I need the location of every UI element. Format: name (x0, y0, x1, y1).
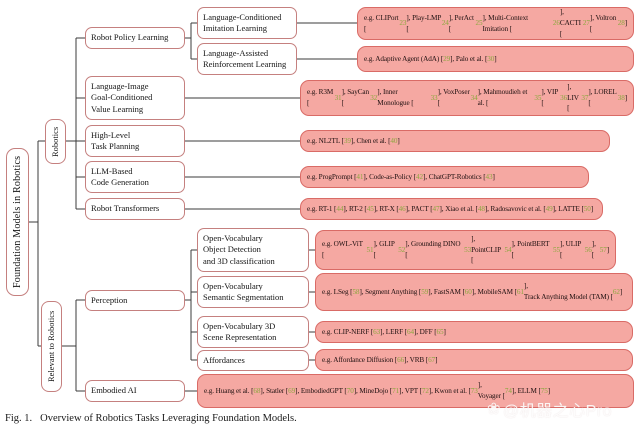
figure-caption-text: Overview of Robotics Tasks Leveraging Fo… (40, 413, 297, 424)
category-robot-transformers: Robot Transformers (85, 198, 185, 220)
examples-language-assisted-reinforcement-learning: e.g. Adaptive Agent (AdA) [29], Palo et … (357, 46, 634, 72)
category-llm-based-code-generation: LLM-Based Code Generation (85, 161, 185, 193)
figure-caption: Fig. 1. Overview of Robotics Tasks Levera… (5, 413, 297, 424)
category-language-image-goal-conditioned-value-learning: Language-Image Goal-Conditioned Value Le… (85, 76, 185, 120)
category-embodied-ai: Embodied AI (85, 380, 185, 402)
subcategory-open-vocabulary-object-detection-3d-classification: Open-Vocabulary Object Detection and 3D … (197, 228, 309, 272)
examples-value-learning: e.g. R3M [31], SayCan [32], Inner Monolo… (300, 80, 634, 116)
examples-open-vocabulary-object-detection: e.g. OWL-ViT [51], GLIP [52], Grounding … (315, 230, 616, 270)
examples-high-level-task-planning: e.g. NL2TL [39], Chen et al. [40] (300, 130, 610, 152)
root-node-foundation-models-in-robotics: Foundation Models in Robotics (6, 148, 29, 296)
figure-caption-label: Fig. 1. (5, 413, 33, 424)
subcategory-language-assisted-reinforcement-learning: Language-Assisted Reinforcement Learning (197, 43, 297, 75)
subcategory-affordances: Affordances (197, 350, 309, 371)
examples-open-vocabulary-3d-scene-representation: e.g. CLIP-NERF [63], LERF [64], DFF [65] (315, 321, 633, 343)
watermark-text: @机器之心Pro (502, 403, 613, 420)
examples-embodied-ai: e.g. Huang et al. [68], Statler [69], Em… (197, 374, 634, 408)
examples-llm-based-code-generation: e.g. ProgPrompt [41], Code-as-Policy [42… (300, 166, 589, 188)
examples-open-vocabulary-semantic-segmentation: e.g. LSeg [58], Segment Anything [59], F… (315, 273, 633, 311)
branch-relevant-to-robotics: Relevant to Robotics (41, 301, 62, 392)
examples-robot-transformers: e.g. RT-1 [44], RT-2 [45], RT-X [46], PA… (300, 198, 603, 220)
watermark: ❀ @机器之心Pro (487, 397, 612, 421)
flower-logo-icon: ❀ (487, 401, 501, 418)
branch-robotics: Robotics (45, 119, 66, 164)
category-high-level-task-planning: High-Level Task Planning (85, 125, 185, 157)
examples-language-conditioned-imitation-learning: e.g. CLIPort [23], Play-LMP [24], PerAct… (357, 7, 634, 40)
category-perception: Perception (85, 290, 185, 311)
subcategory-language-conditioned-imitation-learning: Language-Conditioned Imitation Learning (197, 7, 297, 39)
subcategory-open-vocabulary-semantic-segmentation: Open-Vocabulary Semantic Segmentation (197, 276, 309, 308)
examples-affordances: e.g. Affordance Diffusion [66], VRB [67] (315, 349, 633, 371)
subcategory-open-vocabulary-3d-scene-representation: Open-Vocabulary 3D Scene Representation (197, 316, 309, 348)
category-robot-policy-learning: Robot Policy Learning (85, 27, 185, 49)
